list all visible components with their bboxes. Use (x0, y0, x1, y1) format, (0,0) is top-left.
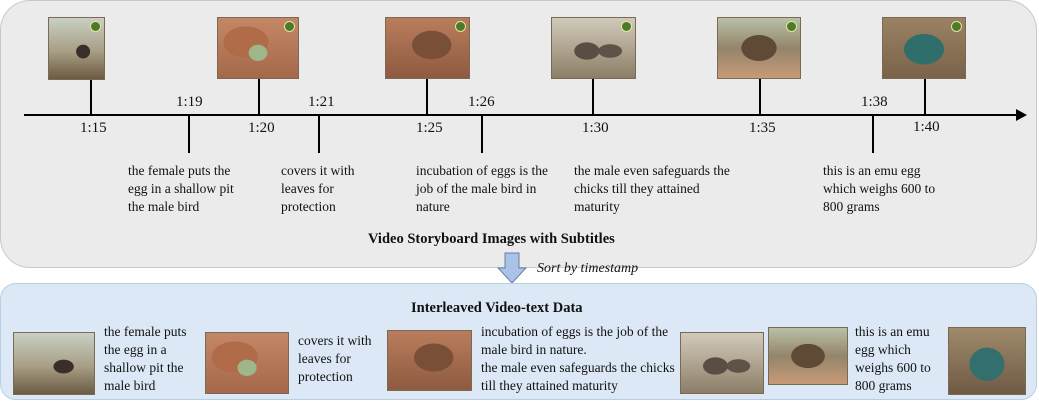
interleaved-text: covers it with leaves for protection (298, 333, 372, 384)
frame-tick (426, 79, 428, 115)
sort-label: Sort by timestamp (537, 261, 639, 276)
timeline-arrowhead (1016, 109, 1027, 121)
subtitle-text: this is an emu egg which weighs 600 to 8… (823, 163, 936, 214)
sort-down-arrow-icon (497, 252, 527, 284)
storyboard-frame-5 (717, 17, 801, 79)
channel-logo-icon (90, 21, 101, 32)
interleaved-text: incubation of eggs is the job of the mal… (481, 324, 669, 357)
frame-time-label: 1:35 (749, 120, 776, 136)
subtitle-time-label: 1:21 (308, 94, 335, 110)
storyboard-frame-1 (48, 17, 105, 80)
subtitle-tick (481, 115, 483, 153)
subtitle-time-label: 1:26 (468, 94, 495, 110)
frame-time-label: 1:30 (582, 120, 609, 136)
frame-tick (592, 79, 594, 115)
interleaved-text: the male even safeguards the chicks till… (481, 360, 675, 393)
frame-tick (90, 80, 92, 115)
frame-time-label: 1:20 (248, 120, 275, 136)
storyboard-panel (0, 0, 1037, 268)
timeline-axis (24, 114, 1018, 116)
subtitle-text: incubation of eggs is the job of the mal… (416, 163, 548, 214)
subtitle-text: covers it with leaves for protection (281, 163, 355, 214)
subtitle-text: the female puts the egg in a shallow pit… (128, 163, 234, 214)
interleaved-frame-6 (948, 327, 1026, 395)
storyboard-frame-3 (385, 17, 470, 79)
channel-logo-icon (621, 21, 632, 32)
channel-logo-icon (951, 21, 962, 32)
channel-logo-icon (284, 21, 295, 32)
channel-logo-icon (786, 21, 797, 32)
channel-logo-icon (455, 21, 466, 32)
interleaved-frame-4 (680, 332, 764, 394)
frame-tick (759, 79, 761, 115)
storyboard-frame-2 (217, 17, 299, 79)
subtitle-time-label: 1:38 (861, 94, 888, 110)
frame-time-label: 1:25 (416, 120, 443, 136)
subtitle-time-label: 1:19 (176, 94, 203, 110)
frame-tick (258, 79, 260, 115)
interleaved-frame-1 (13, 332, 95, 395)
subtitle-tick (318, 115, 320, 153)
storyboard-frame-6 (882, 17, 966, 79)
frame-time-label: 1:15 (80, 120, 107, 136)
interleaved-frame-5 (768, 327, 848, 385)
interleaved-title: Interleaved Video-text Data (411, 300, 583, 316)
interleaved-panel (0, 283, 1037, 400)
storyboard-title: Video Storyboard Images with Subtitles (368, 231, 615, 247)
subtitle-tick (188, 115, 190, 153)
interleaved-frame-3 (387, 330, 472, 391)
interleaved-text: the female puts the egg in a shallow pit… (104, 324, 187, 393)
storyboard-frame-4 (551, 17, 636, 79)
frame-tick (924, 79, 926, 115)
interleaved-text: this is an emu egg which weighs 600 to 8… (855, 324, 931, 393)
frame-time-label: 1:40 (913, 119, 940, 135)
interleaved-frame-2 (205, 332, 289, 394)
subtitle-tick (872, 115, 874, 153)
subtitle-text: the male even safeguards the chicks till… (574, 163, 730, 214)
